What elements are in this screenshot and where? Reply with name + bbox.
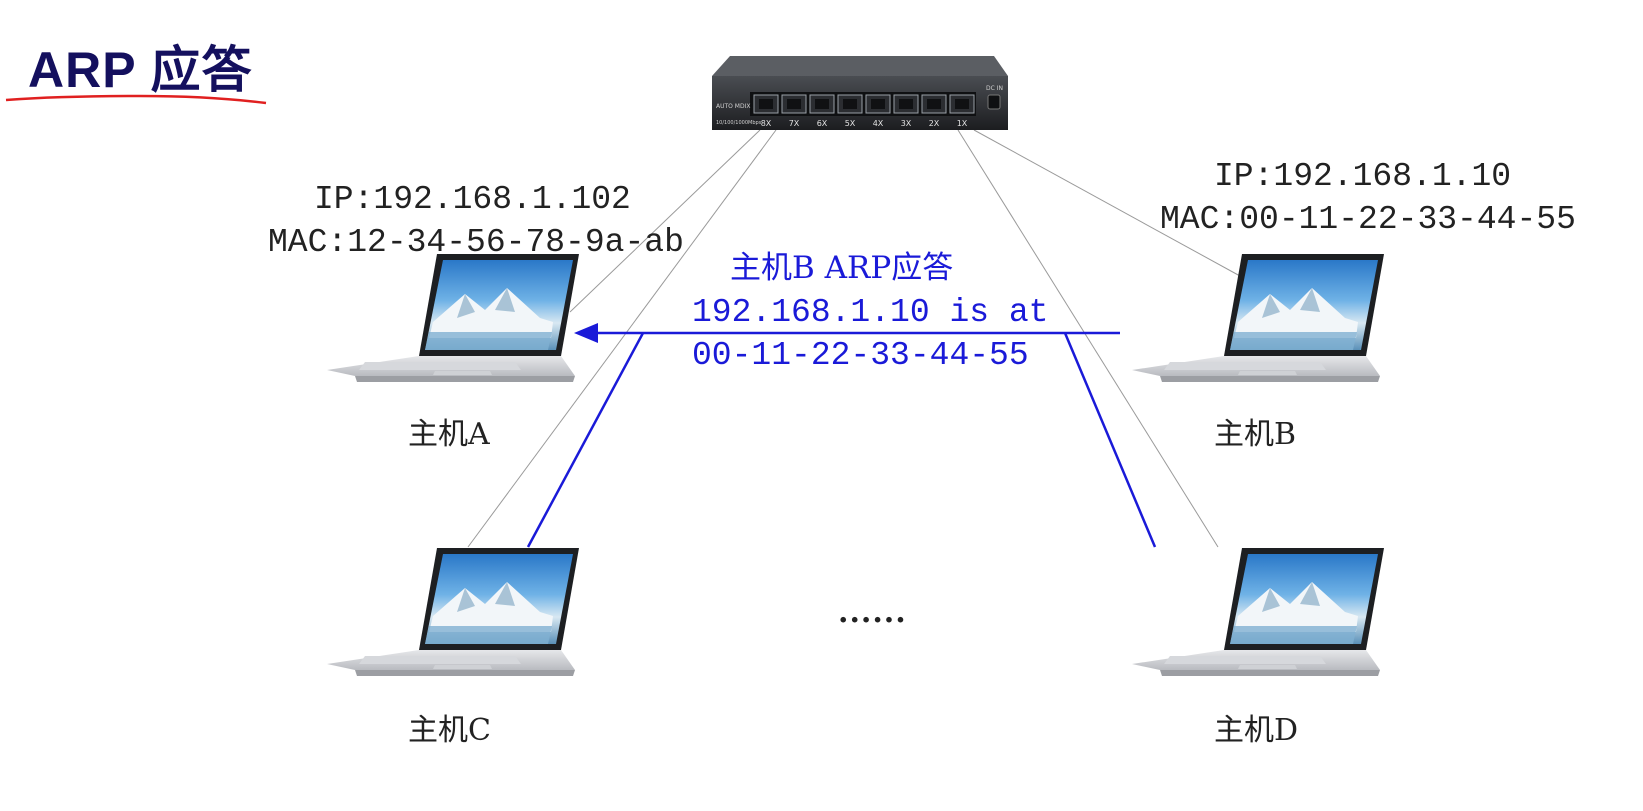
switch-mode-text: AUTO MDIX [716, 103, 750, 110]
host-a-label: 主机A [408, 417, 490, 452]
host-c-label: 主机C [408, 713, 491, 748]
arp-reply-line1: 192.168.1.10 is at [692, 294, 1049, 331]
switch-port-socket [815, 99, 829, 109]
more-hosts-ellipsis: ...... [838, 595, 907, 630]
switch-port-label: 1X [957, 119, 968, 128]
host-d-label: 主机D [1214, 713, 1299, 748]
switch-port-socket [899, 99, 913, 109]
host-a-ip: IP:192.168.1.102 [314, 181, 631, 218]
switch-port-socket [759, 99, 773, 109]
host-a-mac: MAC:12-34-56-78-9a-ab [268, 224, 684, 261]
switch-port-socket [871, 99, 885, 109]
switch-port-label: 4X [873, 119, 884, 128]
laptop-host-c-icon [327, 548, 579, 676]
cable-switch-host-a [569, 129, 761, 313]
switch-port-label: 2X [929, 119, 940, 128]
arrow-head-icon [574, 323, 598, 343]
switch-power-text: DC IN [986, 85, 1003, 92]
switch-port-socket [787, 99, 801, 109]
host-b-label: 主机B [1214, 417, 1297, 452]
arp-reply-title: 主机B ARP应答 [730, 250, 954, 286]
laptop-host-a-icon [327, 254, 579, 382]
host-b-ip: IP:192.168.1.10 [1214, 158, 1512, 195]
power-jack-icon [987, 94, 1001, 110]
switch-speed-text: 10/100/1000Mbps [716, 120, 762, 126]
arp-reply-path [526, 323, 1157, 548]
switch-port-label: 7X [789, 119, 800, 128]
switch-port-socket [927, 99, 941, 109]
cable-switch-host-d [957, 129, 1219, 548]
slide-title: ARP 应答 [28, 42, 253, 98]
network-switch: 8X 7X 6X 5X 4X 3X 2X 1X AUTO MDIX 10/100/1000Mb… [712, 56, 1008, 130]
switch-port-label: 6X [817, 119, 828, 128]
switch-port-socket [843, 99, 857, 109]
switch-port-socket [955, 99, 969, 109]
cable-switch-host-b [973, 129, 1241, 277]
laptop-host-d-icon [1132, 548, 1384, 676]
host-b-mac: MAC:00-11-22-33-44-55 [1160, 201, 1576, 238]
switch-port-label: 8X [761, 119, 772, 128]
arp-reply-line2: 00-11-22-33-44-55 [692, 337, 1029, 374]
laptop-host-b-icon [1132, 254, 1384, 382]
title-underline [5, 94, 267, 105]
switch-port-label: 5X [845, 119, 856, 128]
switch-port-label: 3X [901, 119, 912, 128]
cable-switch-host-c [467, 129, 777, 548]
